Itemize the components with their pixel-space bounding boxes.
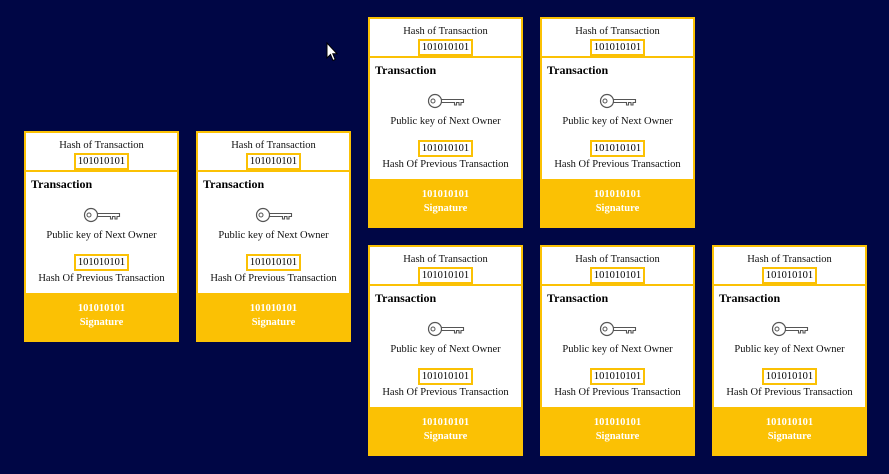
previous-hash-value: 101010101 [73,254,130,271]
next-owner-key-label: Public key of Next Owner [562,116,673,127]
signature-value: 101010101 [593,417,642,428]
key-icon [599,93,636,109]
signature-label: Signature [251,317,296,328]
transaction-hash-label: Hash of Transaction [403,254,488,265]
transaction-hash-label: Hash of Transaction [403,26,488,37]
previous-hash-label: Hash Of Previous Transaction [554,159,681,170]
transaction-block: Hash of Transaction 101010101 Transactio… [368,17,523,228]
signature-value: 101010101 [249,303,298,314]
transaction-hash-value: 101010101 [245,153,302,170]
transaction-hash-section: Hash of Transaction 101010101 [370,247,521,286]
previous-hash-value: 101010101 [245,254,302,271]
transaction-block: Hash of Transaction 101010101 Transactio… [24,131,179,342]
signature-label: Signature [423,431,468,442]
transaction-title: Transaction [375,63,437,77]
signature-label: Signature [595,203,640,214]
transaction-title: Transaction [547,63,609,77]
signature-value: 101010101 [421,417,470,428]
signature-section: 101010101 Signature [542,407,693,454]
transaction-block: Hash of Transaction 101010101 Transactio… [196,131,351,342]
next-owner-key-label: Public key of Next Owner [390,116,501,127]
key-icon [427,93,464,109]
transaction-hash-section: Hash of Transaction 101010101 [542,247,693,286]
next-owner-key-label: Public key of Next Owner [562,344,673,355]
previous-hash-label: Hash Of Previous Transaction [726,387,853,398]
signature-value: 101010101 [593,189,642,200]
signature-label: Signature [423,203,468,214]
transaction-hash-section: Hash of Transaction 101010101 [370,19,521,58]
next-owner-key-label: Public key of Next Owner [46,230,157,241]
signature-value: 101010101 [765,417,814,428]
transaction-hash-label: Hash of Transaction [575,26,660,37]
previous-hash-label: Hash Of Previous Transaction [554,387,681,398]
signature-label: Signature [79,317,124,328]
transaction-hash-label: Hash of Transaction [747,254,832,265]
previous-hash-label: Hash Of Previous Transaction [38,273,165,284]
transaction-hash-label: Hash of Transaction [59,140,144,151]
transaction-title: Transaction [31,177,93,191]
transaction-block: Hash of Transaction 101010101 Transactio… [540,245,695,456]
previous-hash-label: Hash Of Previous Transaction [210,273,337,284]
signature-value: 101010101 [421,189,470,200]
signature-section: 101010101 Signature [26,293,177,340]
mouse-pointer-icon [326,42,338,62]
signature-section: 101010101 Signature [370,179,521,226]
transaction-hash-section: Hash of Transaction 101010101 [542,19,693,58]
transaction-hash-label: Hash of Transaction [231,140,316,151]
transaction-block: Hash of Transaction 101010101 Transactio… [368,245,523,456]
signature-section: 101010101 Signature [714,407,865,454]
transaction-title: Transaction [719,291,781,305]
transaction-hash-value: 101010101 [417,39,474,56]
transaction-block: Hash of Transaction 101010101 Transactio… [540,17,695,228]
key-icon [83,207,120,223]
previous-hash-label: Hash Of Previous Transaction [382,387,509,398]
previous-hash-value: 101010101 [417,368,474,385]
key-icon [427,321,464,337]
transaction-title: Transaction [375,291,437,305]
transaction-hash-value: 101010101 [761,267,818,284]
transaction-hash-value: 101010101 [73,153,130,170]
transaction-hash-value: 101010101 [589,267,646,284]
transaction-hash-section: Hash of Transaction 101010101 [26,133,177,172]
next-owner-key-label: Public key of Next Owner [390,344,501,355]
signature-label: Signature [767,431,812,442]
transaction-hash-value: 101010101 [417,267,474,284]
next-owner-key-label: Public key of Next Owner [734,344,845,355]
previous-hash-label: Hash Of Previous Transaction [382,159,509,170]
previous-hash-value: 101010101 [589,368,646,385]
transaction-title: Transaction [203,177,265,191]
previous-hash-value: 101010101 [417,140,474,157]
signature-section: 101010101 Signature [198,293,349,340]
key-icon [599,321,636,337]
next-owner-key-label: Public key of Next Owner [218,230,329,241]
transaction-hash-label: Hash of Transaction [575,254,660,265]
signature-value: 101010101 [77,303,126,314]
signature-section: 101010101 Signature [542,179,693,226]
previous-hash-value: 101010101 [761,368,818,385]
signature-label: Signature [595,431,640,442]
transaction-block: Hash of Transaction 101010101 Transactio… [712,245,867,456]
transaction-hash-section: Hash of Transaction 101010101 [198,133,349,172]
transaction-hash-section: Hash of Transaction 101010101 [714,247,865,286]
key-icon [255,207,292,223]
key-icon [771,321,808,337]
transaction-hash-value: 101010101 [589,39,646,56]
transaction-title: Transaction [547,291,609,305]
previous-hash-value: 101010101 [589,140,646,157]
signature-section: 101010101 Signature [370,407,521,454]
